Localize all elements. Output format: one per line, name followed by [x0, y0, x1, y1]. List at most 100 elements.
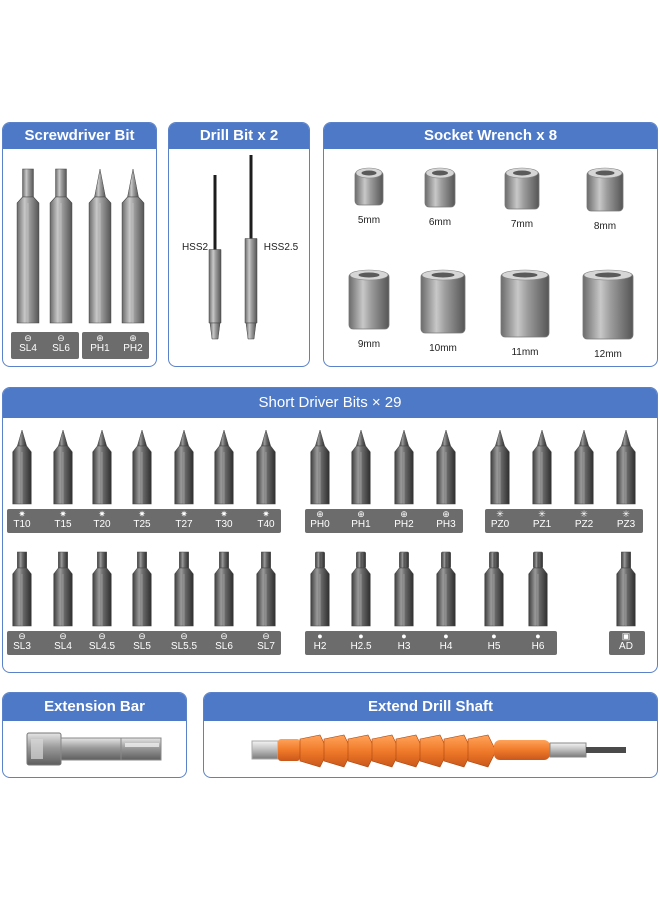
torx-tag-t15: ✷T15: [44, 510, 82, 531]
slotted-bit-sl5: [131, 550, 153, 630]
screwdriver-bits-tagbar: [11, 332, 79, 359]
socket-label-9mm: 9mm: [357, 339, 381, 350]
torx-tag-t20-symbol-icon: ✷: [98, 509, 106, 519]
phillips-tag-ph2-symbol-icon: ⊕: [400, 509, 408, 519]
adapter-tag-ad: ▣AD: [607, 632, 645, 653]
pozi-bit-pz2: [573, 428, 595, 508]
torx-tag-t15-text: T15: [54, 519, 72, 530]
slotted-tag-sl4-5: ⊖SL4.5: [83, 631, 121, 653]
phillips-tag-ph0-text: PH0: [310, 519, 330, 530]
torx-bit-t10: [11, 428, 33, 508]
torx-tag-t25-symbol-icon: ✷: [138, 509, 146, 519]
hex-tag-h4-text: H4: [439, 641, 453, 652]
slotted-tag-sl7-text: SL7: [257, 641, 275, 652]
socket-12mm: [582, 269, 634, 341]
pozi-tag-pz3-symbol-icon: ✳: [622, 509, 630, 519]
slotted-tag-sl6: ⊖SL6: [205, 631, 243, 653]
torx-tag-t30: ✷T30: [205, 509, 243, 531]
socket-label-6mm: 6mm: [428, 217, 452, 228]
screwdriver-tag-ph2: ⊕PH2: [116, 333, 150, 355]
phillips-tagbar: [305, 509, 463, 533]
socket-wrench-panel: Socket Wrench x 8 5mm 6mm 7mm 8mm 9mm 10…: [323, 122, 658, 367]
slotted-tag-sl4-5-symbol-icon: ⊖: [98, 631, 106, 641]
slotted-bit-sl7: [255, 550, 277, 630]
hex-tag-h5: ●H5: [475, 631, 513, 653]
phillips-tag-ph3-symbol-icon: ⊕: [442, 509, 450, 519]
extension-bar-title: Extension Bar: [3, 693, 186, 721]
torx-tag-t30-text: T30: [215, 519, 233, 530]
torx-tag-t10-symbol-icon: ✷: [18, 509, 26, 519]
torx-tag-t10-text: T10: [13, 519, 31, 530]
screwdriver-tag-sl6-symbol-icon: ⊖: [57, 333, 65, 343]
socket-6mm: [424, 167, 456, 209]
drill-bit-panel: Drill Bit x 2 HSS2 HSS2.5: [168, 122, 310, 367]
socket-10mm: [420, 269, 466, 335]
torx-tag-t27-text: T27: [175, 519, 193, 530]
socket-label-11mm: 11mm: [511, 347, 539, 358]
socket-wrench-title: Socket Wrench x 8: [324, 123, 657, 149]
pozi-tag-pz2-text: PZ2: [574, 519, 594, 530]
socket-label-8mm: 8mm: [593, 221, 617, 232]
slotted-tag-sl4: ⊖SL4: [44, 631, 82, 653]
pozi-tag-pz1-symbol-icon: ✳: [538, 509, 546, 519]
pozi-tag-pz0-symbol-icon: ✳: [496, 509, 504, 519]
hex-tag-h5-symbol-icon: ●: [491, 631, 497, 641]
phillips-tag-ph0: ⊕PH0: [301, 509, 339, 531]
socket-9mm: [348, 269, 390, 331]
phillips-tag-ph1-text: PH1: [351, 519, 371, 530]
pozi-tag-pz2-symbol-icon: ✳: [580, 509, 588, 519]
phillips-tag-ph0-symbol-icon: ⊕: [316, 509, 324, 519]
hex-tag-h3-text: H3: [397, 641, 411, 652]
screwdriver-bit-panel: Screwdriver Bit ⊖SL4⊖SL6⊕PH1⊕PH2: [2, 122, 157, 367]
phillips-bit-ph1: [350, 428, 372, 508]
pozi-tag-pz2: ✳PZ2: [565, 509, 603, 531]
slotted-tag-sl4-5-text: SL4.5: [88, 641, 116, 652]
torx-bit-t25: [131, 428, 153, 508]
slotted-bit-sl5-5: [173, 550, 195, 630]
torx-tag-t25: ✷T25: [123, 509, 161, 531]
slotted-tag-sl7-symbol-icon: ⊖: [262, 631, 270, 641]
slotted-tag-sl6-symbol-icon: ⊖: [220, 631, 228, 641]
slotted-tag-sl3-symbol-icon: ⊖: [18, 631, 26, 641]
hex-tag-h2-symbol-icon: ●: [317, 631, 323, 641]
drill-bit-hss2: [205, 173, 225, 343]
slotted-tag-sl5-text: SL5: [133, 641, 151, 652]
screwdriver-tag-sl6-text: SL6: [52, 343, 70, 354]
slotted-tag-sl5-5-text: SL5.5: [170, 641, 198, 652]
slotted-tag-sl3: ⊖SL3: [3, 631, 41, 653]
phillips-tag-ph3: ⊕PH3: [427, 509, 465, 531]
torx-tag-t20: ✷T20: [83, 509, 121, 531]
hex-bit-h4: [435, 550, 457, 630]
torx-tag-t30-symbol-icon: ✷: [220, 509, 228, 519]
slotted-tag-sl4-text: SL4: [54, 641, 72, 652]
screwdriver-bit-ph2: [120, 167, 146, 327]
socket-8mm: [586, 167, 624, 213]
screwdriver-tag-ph1-text: PH1: [90, 343, 110, 354]
phillips-tag-ph2: ⊕PH2: [385, 509, 423, 531]
pozi-tag-pz0: ✳PZ0: [481, 509, 519, 531]
socket-label-7mm: 7mm: [510, 219, 534, 230]
screwdriver-tag-ph1: ⊕PH1: [83, 333, 117, 355]
torx-tag-t27: ✷T27: [165, 510, 203, 531]
screwdriver-tag-ph2-symbol-icon: ⊕: [129, 333, 137, 343]
screwdriver-tag-sl6: ⊖SL6: [44, 333, 78, 355]
screwdriver-tag-ph1-symbol-icon: ⊕: [96, 333, 104, 343]
slotted-tag-sl5-5-symbol-icon: ⊖: [180, 631, 188, 641]
hex-tag-h2-5-symbol-icon: ●: [358, 631, 364, 641]
socket-label-12mm: 12mm: [594, 349, 622, 360]
torx-bit-t27: [173, 428, 195, 508]
hex-bit-h2: [309, 550, 331, 630]
hex-tag-h6: ●H6: [519, 632, 557, 653]
hex-tag-h2-5-text: H2.5: [350, 641, 372, 652]
screwdriver-tag-sl4: ⊖SL4: [11, 334, 45, 355]
screwdriver-bit-ph1: [87, 167, 113, 327]
slotted-tag-sl4-symbol-icon: ⊖: [59, 631, 67, 641]
torx-bit-t40: [255, 428, 277, 508]
pozi-tag-pz1: ✳PZ1: [523, 509, 561, 531]
adapter-tag-ad-text: AD: [619, 641, 633, 652]
pozi-tag-pz1-text: PZ1: [532, 519, 552, 530]
slotted-tag-sl5-5: ⊖SL5.5: [165, 631, 203, 653]
hex-tag-h5-text: H5: [487, 641, 501, 652]
pozi-tag-pz3: ✳PZ3: [607, 509, 645, 531]
slotted-bit-sl4-5: [91, 550, 113, 630]
